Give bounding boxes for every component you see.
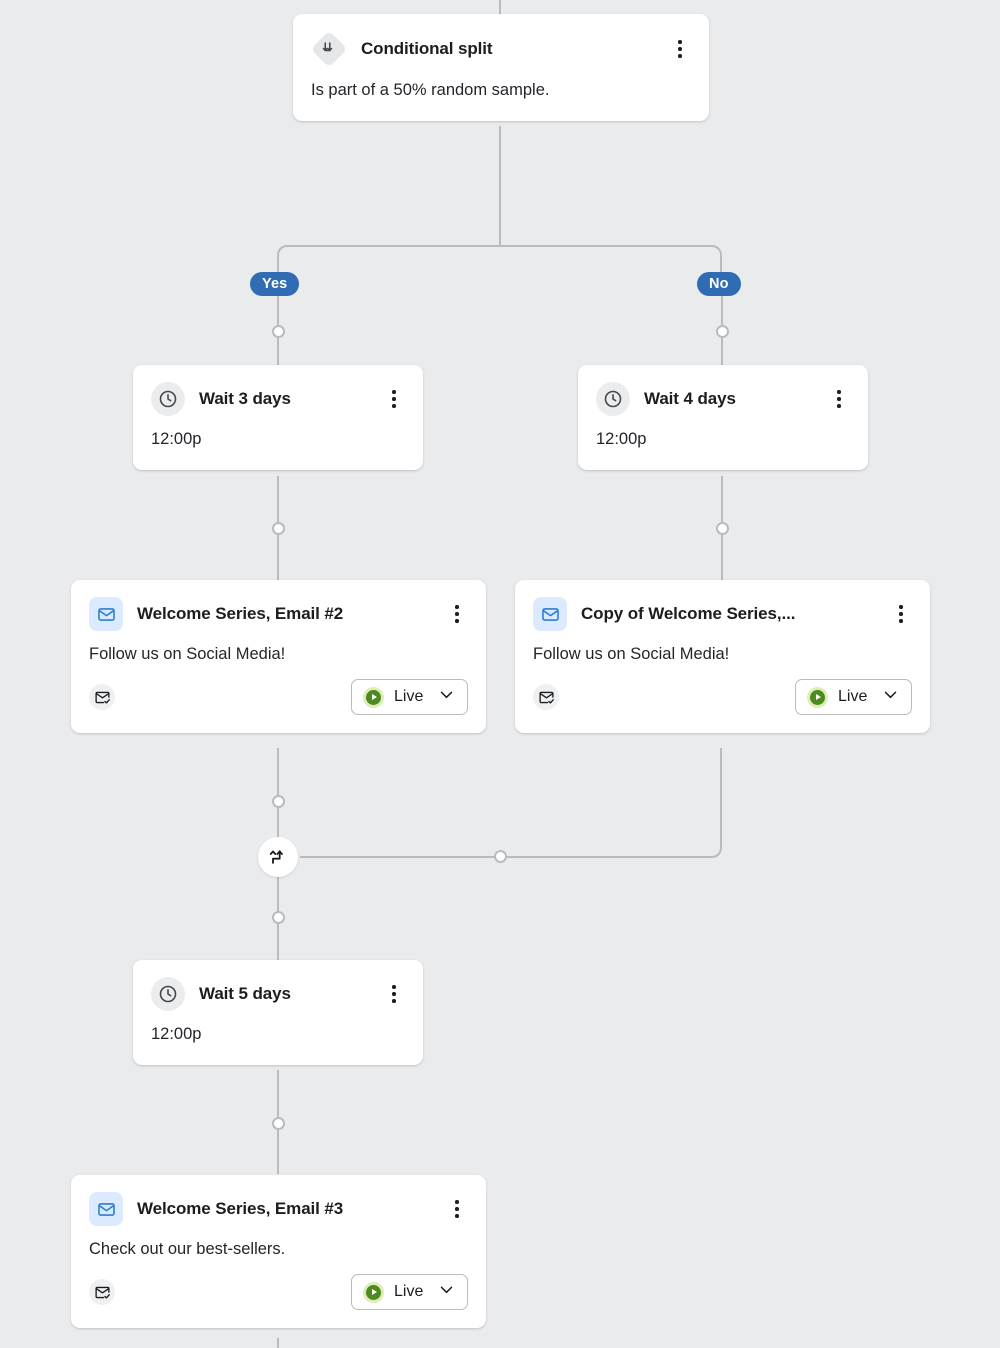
wait-3-days-header: Wait 3 days [133,365,423,416]
wait-5-days-spacer [133,1045,423,1065]
wait-4-days-title: Wait 4 days [644,389,736,408]
clock-icon [151,977,185,1011]
node-merge-paths[interactable] [258,837,298,877]
wait-5-days-title: Wait 5 days [199,984,291,1003]
clock-icon [596,382,630,416]
email-2-description: Follow us on Social Media! [89,645,286,663]
conditional-split-menu-icon[interactable] [669,37,691,61]
envelope-check-icon [89,1279,115,1306]
connector-line-email3-bottom [277,1338,279,1348]
email-2-footer: Live [71,665,486,733]
wait-3-days-spacer [133,450,423,470]
email-copy-status-select[interactable]: Live [795,679,912,716]
email-3-title: Welcome Series, Email #3 [137,1199,344,1218]
wait-3-days-description: 12:00p [151,430,202,448]
node-email-welcome-3[interactable]: Welcome Series, Email #3 Check out our b… [71,1175,486,1329]
email-icon [533,597,567,631]
email-copy-header: Copy of Welcome Series,... [515,580,930,631]
chevron-down-icon [438,686,455,708]
envelope-check-icon [89,684,115,711]
email-2-header: Welcome Series, Email #2 [71,580,486,631]
envelope-check-icon [533,684,559,711]
wait-4-days-menu-icon[interactable] [828,387,850,411]
email-copy-title: Copy of Welcome Series,... [581,604,796,623]
branch-label-no[interactable]: No [697,272,741,296]
email-copy-status-label: Live [838,688,868,706]
chevron-down-icon [438,1281,455,1303]
email-3-status-label: Live [394,1283,424,1301]
live-play-icon [363,686,384,708]
live-play-icon [807,686,828,708]
branch-label-yes[interactable]: Yes [250,272,300,296]
conditional-split-icon [311,31,347,67]
connector-line-no [721,283,723,365]
connector-line-yes [277,283,279,365]
wait-3-days-title: Wait 3 days [199,389,291,408]
email-2-menu-icon[interactable] [446,602,468,626]
node-wait-4-days[interactable]: Wait 4 days 12:00p [578,365,868,471]
email-2-status-select[interactable]: Live [351,679,468,716]
wait-4-days-spacer [578,450,868,470]
email-icon [89,597,123,631]
connector-line-email2-merge [277,748,279,840]
wait-5-days-menu-icon[interactable] [383,982,405,1006]
node-wait-5-days[interactable]: Wait 5 days 12:00p [133,960,423,1066]
merge-paths-icon [269,850,283,864]
connector-dot-wait5-email3 [271,1117,285,1130]
email-icon [89,1192,123,1226]
email-2-title: Welcome Series, Email #2 [137,604,344,623]
email-3-footer: Live [71,1260,486,1328]
connector-corner-no [500,245,722,285]
connector-dot-wait3-email2 [271,522,285,535]
connector-dot-no [715,325,729,338]
connector-dot-yes [271,325,285,338]
connector-corner-yes [277,245,500,285]
connector-dot-wait4-emailcopy [715,522,729,535]
email-2-status-label: Live [394,688,424,706]
live-play-icon [363,1281,384,1303]
connector-line-top [499,0,501,18]
connector-dot-merge-wait5 [271,911,285,924]
email-3-header: Welcome Series, Email #3 [71,1175,486,1226]
wait-5-days-description: 12:00p [151,1025,202,1043]
conditional-split-spacer [293,101,709,121]
wait-3-days-menu-icon[interactable] [383,387,405,411]
email-3-menu-icon[interactable] [446,1197,468,1221]
clock-icon [151,382,185,416]
wait-4-days-header: Wait 4 days [578,365,868,416]
connector-line-split-trunk [499,126,501,246]
connector-dot-merge-join [494,850,507,863]
email-3-status-select[interactable]: Live [351,1274,468,1311]
conditional-split-header: Conditional split [293,14,709,67]
conditional-split-title: Conditional split [361,39,493,58]
node-email-welcome-2[interactable]: Welcome Series, Email #2 Follow us on So… [71,580,486,734]
node-email-welcome-copy[interactable]: Copy of Welcome Series,... Follow us on … [515,580,930,734]
email-3-description: Check out our best-sellers. [89,1240,286,1258]
connector-corner-merge [300,748,722,858]
wait-4-days-description: 12:00p [596,430,647,448]
node-conditional-split[interactable]: Conditional split Is part of a 50% rando… [293,14,709,122]
email-copy-footer: Live [515,665,930,733]
chevron-down-icon [882,686,899,708]
wait-5-days-header: Wait 5 days [133,960,423,1011]
connector-dot-email2-merge [271,795,285,808]
node-wait-3-days[interactable]: Wait 3 days 12:00p [133,365,423,471]
email-copy-menu-icon[interactable] [890,602,912,626]
conditional-split-description: Is part of a 50% random sample. [311,81,550,99]
email-copy-description: Follow us on Social Media! [533,645,730,663]
